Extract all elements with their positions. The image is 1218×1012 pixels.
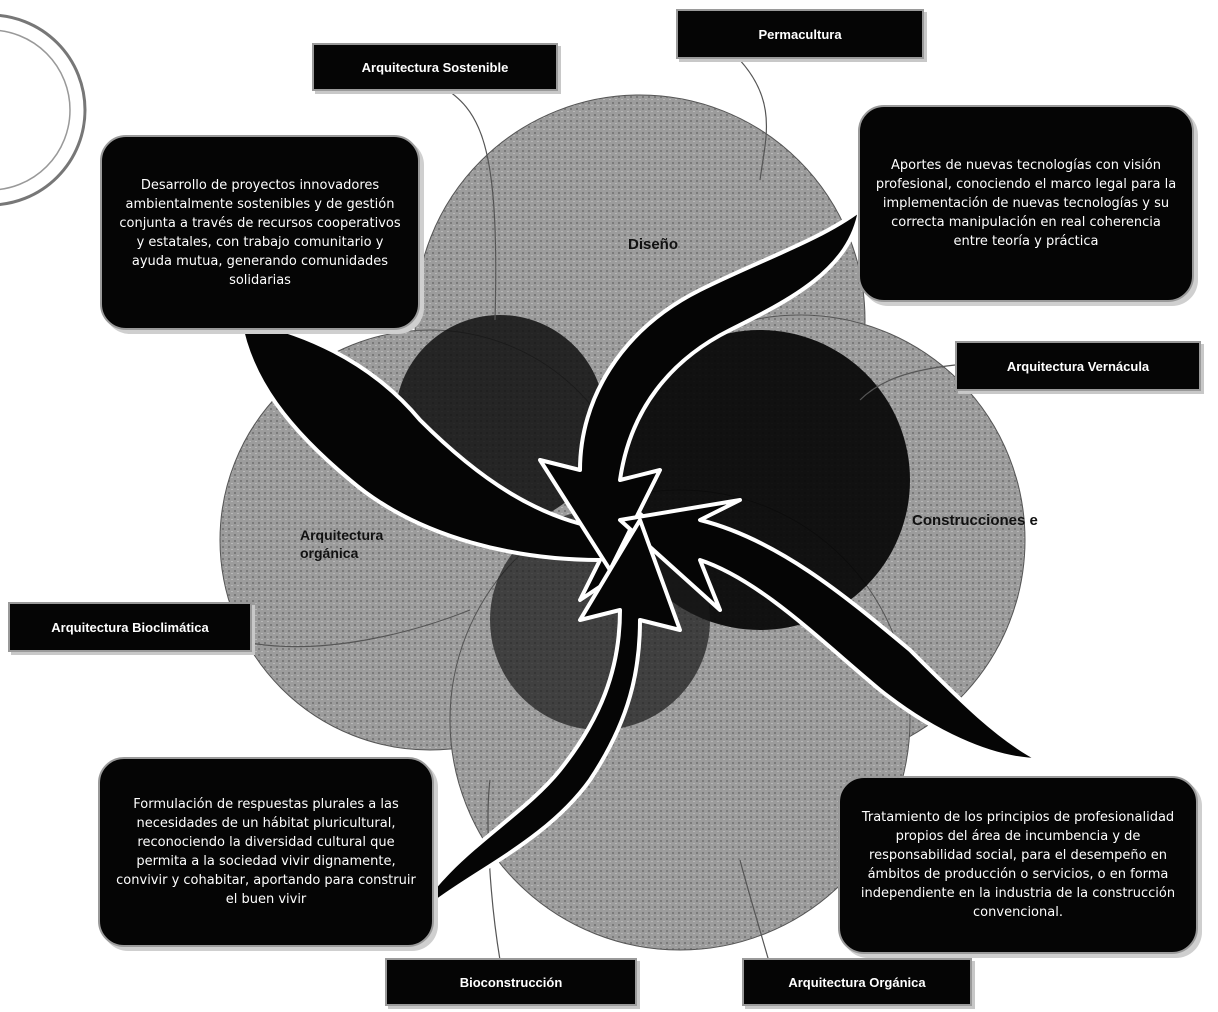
label-permacultura: Permacultura (676, 9, 924, 59)
label-arquitectura-sostenible: Arquitectura Sostenible (312, 43, 558, 91)
label-arquitectura-vernacula: Arquitectura Vernácula (955, 341, 1201, 391)
label-arquitectura-bioclimatica: Arquitectura Bioclimática (8, 602, 252, 652)
description-box-bottom-left: Formulación de respuestas plurales a las… (98, 757, 434, 947)
pinwheel-arrows (238, 208, 1042, 927)
label-bioconstruccion: Bioconstrucción (385, 958, 637, 1006)
circle-label-arquitectura-organica-partial: Arquitectura orgánica (300, 527, 384, 561)
connector-organica (739, 859, 771, 966)
connector-vernacula (859, 364, 956, 401)
label-arquitectura-organica: Arquitectura Orgánica (742, 958, 972, 1006)
blade-bottom-right (618, 498, 1042, 762)
stamp-seal (0, 14, 87, 206)
circle-label-construcciones: Construcciones e (912, 512, 1038, 529)
description-box-top-right: Aportes de nuevas tecnologías con visión… (858, 105, 1194, 302)
connector-lines (234, 54, 956, 966)
blade-bottom-left (408, 518, 682, 927)
circle-label-diseno: Diseño (628, 236, 679, 253)
connector-sostenible (439, 84, 497, 321)
blade-top-right (538, 208, 862, 572)
connector-bioclimatica (234, 609, 471, 648)
connector-permacultura (734, 54, 768, 181)
description-box-bottom-right: Tratamiento de los principios de profesi… (838, 776, 1198, 954)
description-box-top-left: Desarrollo de proyectos innovadores ambi… (100, 135, 420, 330)
